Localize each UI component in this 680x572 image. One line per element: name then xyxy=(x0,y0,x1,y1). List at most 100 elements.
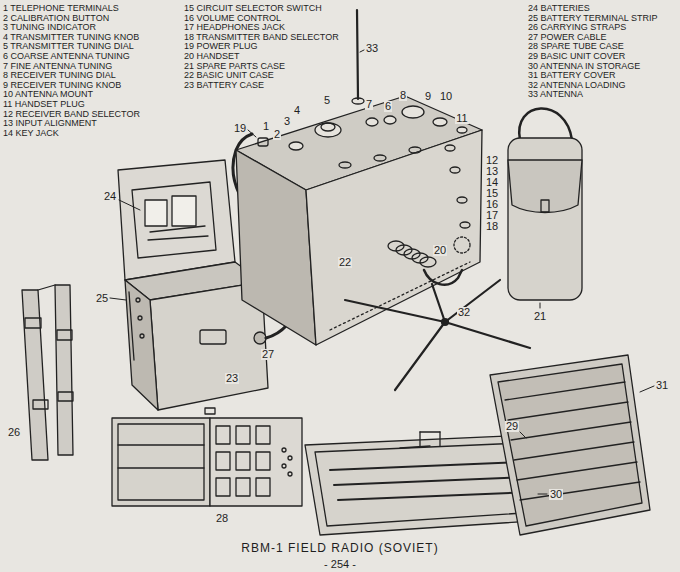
callout-number: 1 xyxy=(262,121,270,132)
spare-tube-case xyxy=(256,478,270,496)
basic-unit xyxy=(384,116,396,124)
part-list-item: 19 POWER PLUG xyxy=(184,41,258,51)
callout-number: 7 xyxy=(365,99,373,110)
part-list-item: 18 TRANSMITTER BAND SELECTOR xyxy=(184,32,339,42)
battery-case xyxy=(172,196,196,226)
basic-unit xyxy=(457,127,467,133)
leader-line xyxy=(248,130,256,137)
part-list-item: 12 RECEIVER BAND SELECTOR xyxy=(3,109,140,119)
callout-number: 10 xyxy=(439,91,453,102)
basic-unit xyxy=(258,138,268,146)
basic-unit xyxy=(339,162,351,168)
part-list-item: 24 BATTERIES xyxy=(528,3,590,13)
battery-case xyxy=(118,160,235,280)
figure-caption: RBM-1 FIELD RADIO (SOVIET) xyxy=(241,542,438,555)
antenna-loading xyxy=(432,284,445,322)
callout-number: 30 xyxy=(549,489,563,500)
basic-unit xyxy=(374,155,386,161)
battery-case xyxy=(136,298,140,302)
basic-unit xyxy=(433,118,447,126)
battery-cover xyxy=(490,355,650,535)
callout-number: 21 xyxy=(533,311,547,322)
leader-line xyxy=(520,432,526,438)
spare-tube-case xyxy=(216,426,230,444)
part-list-item: 20 HANDSET xyxy=(184,51,240,61)
leader-line xyxy=(360,50,364,52)
callout-number: 29 xyxy=(505,421,519,432)
part-list-item: 21 SPARE PARTS CASE xyxy=(184,61,285,71)
spare-parts-case xyxy=(508,138,582,300)
part-list-item: 1 TELEPHONE TERMINALS xyxy=(3,3,119,13)
spare-tube-case xyxy=(236,478,250,496)
part-list-item: 28 SPARE TUBE CASE xyxy=(528,41,624,51)
handset xyxy=(420,257,436,267)
battery-cover xyxy=(498,364,642,526)
callout-number: 8 xyxy=(399,90,407,101)
spare-tube-case xyxy=(210,418,302,506)
basic-unit-cover xyxy=(420,431,440,432)
basic-unit xyxy=(457,197,467,203)
battery-cover xyxy=(514,442,634,460)
part-list-item: 4 TRANSMITTER TUNING KNOB xyxy=(3,32,139,42)
spare-tube-case xyxy=(288,472,292,476)
battery-case xyxy=(150,226,205,232)
callout-number: 6 xyxy=(384,101,392,112)
basic-unit xyxy=(289,142,303,150)
part-list-item: 29 BASIC UNIT COVER xyxy=(528,51,625,61)
carrying-straps xyxy=(58,392,73,401)
callout-number: 31 xyxy=(655,380,669,391)
part-list-item: 3 TUNING INDICATOR xyxy=(3,22,96,32)
basic-unit xyxy=(366,118,378,126)
basic-unit-cover xyxy=(334,477,529,485)
part-list-item: 31 BATTERY COVER xyxy=(528,70,616,80)
part-list-item: 30 ANTENNA IN STORAGE xyxy=(528,61,640,71)
part-list-item: 23 BATTERY CASE xyxy=(184,80,264,90)
part-list-item: 33 ANTENNA xyxy=(528,89,583,99)
part-list-item: 16 VOLUME CONTROL xyxy=(184,13,281,23)
battery-cover xyxy=(517,462,637,480)
spare-parts-case xyxy=(508,108,582,300)
battery-case xyxy=(200,330,226,344)
page-number: - 254 - xyxy=(324,558,356,570)
callout-number: 22 xyxy=(338,257,352,268)
spare-tube-case xyxy=(112,408,302,506)
part-list-item: 17 HEADPHONES JACK xyxy=(184,22,285,32)
part-list-item: 25 BATTERY TERMINAL STRIP xyxy=(528,13,658,23)
callout-number: 11 xyxy=(455,113,468,124)
handset xyxy=(388,241,462,285)
leader-line xyxy=(540,303,541,308)
basic-unit xyxy=(454,237,470,253)
callout-number: 13 xyxy=(485,166,499,177)
leader-line xyxy=(119,200,140,210)
carrying-straps xyxy=(22,285,73,460)
basic-unit xyxy=(321,123,335,131)
part-list-item: 2 CALIBRATION BUTTON xyxy=(3,13,109,23)
callout-number: 26 xyxy=(7,427,21,438)
callout-number: 17 xyxy=(485,210,499,221)
spare-tube-case xyxy=(288,456,292,460)
carrying-straps xyxy=(33,400,48,409)
callout-number: 14 xyxy=(485,177,499,188)
callout-number: 24 xyxy=(103,191,117,202)
spare-tube-case xyxy=(118,424,204,500)
basic-unit-cover xyxy=(439,432,440,446)
battery-case xyxy=(125,280,158,410)
basic-unit xyxy=(357,10,358,99)
antenna-loading xyxy=(442,319,448,325)
callout-number: 18 xyxy=(485,221,499,232)
antenna-loading xyxy=(445,322,530,348)
spare-tube-case xyxy=(205,408,215,414)
battery-cover xyxy=(490,355,650,535)
basic-unit xyxy=(402,106,424,118)
battery-case xyxy=(132,182,216,258)
leader-line xyxy=(538,494,547,495)
antenna-loading xyxy=(445,280,500,322)
spare-tube-case xyxy=(118,467,204,468)
basic-unit-cover xyxy=(400,446,430,448)
part-list-item: 22 BASIC UNIT CASE xyxy=(184,70,274,80)
spare-tube-case xyxy=(236,452,250,470)
carrying-straps xyxy=(22,290,48,460)
spare-parts-case xyxy=(519,108,572,140)
part-list-item: 13 INPUT ALIGNMENT xyxy=(3,118,97,128)
basic-unit-cover xyxy=(338,492,532,500)
